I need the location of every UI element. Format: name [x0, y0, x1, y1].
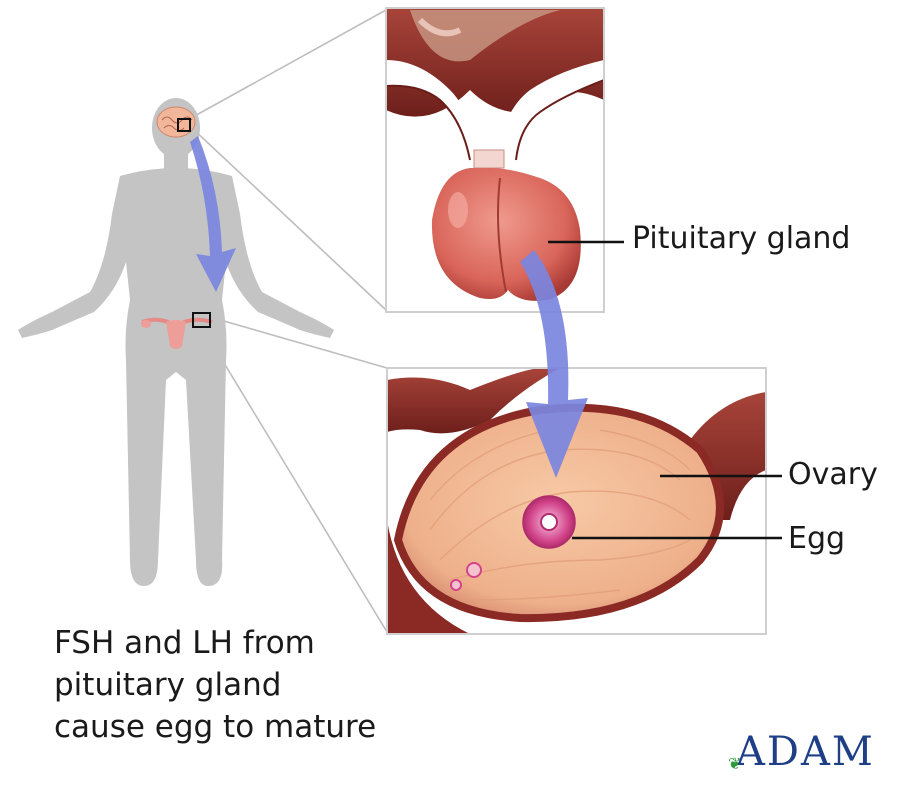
pituitary-panel [386, 8, 604, 312]
diagram-caption: FSH and LH from pituitary gland cause eg… [54, 622, 474, 748]
logo-text: ADAM [736, 729, 875, 775]
leaf-icon: ❦ [728, 742, 743, 786]
caption-line-3: cause egg to mature [54, 706, 474, 748]
pituitary-gland-label: Pituitary gland [632, 222, 850, 256]
caption-line-2: pituitary gland [54, 664, 474, 706]
ovary-label: Ovary [788, 458, 878, 492]
adam-logo: ❦ ADAM [736, 730, 875, 774]
egg-label: Egg [788, 522, 845, 556]
brain-marker [157, 107, 195, 137]
caption-line-1: FSH and LH from [54, 622, 474, 664]
